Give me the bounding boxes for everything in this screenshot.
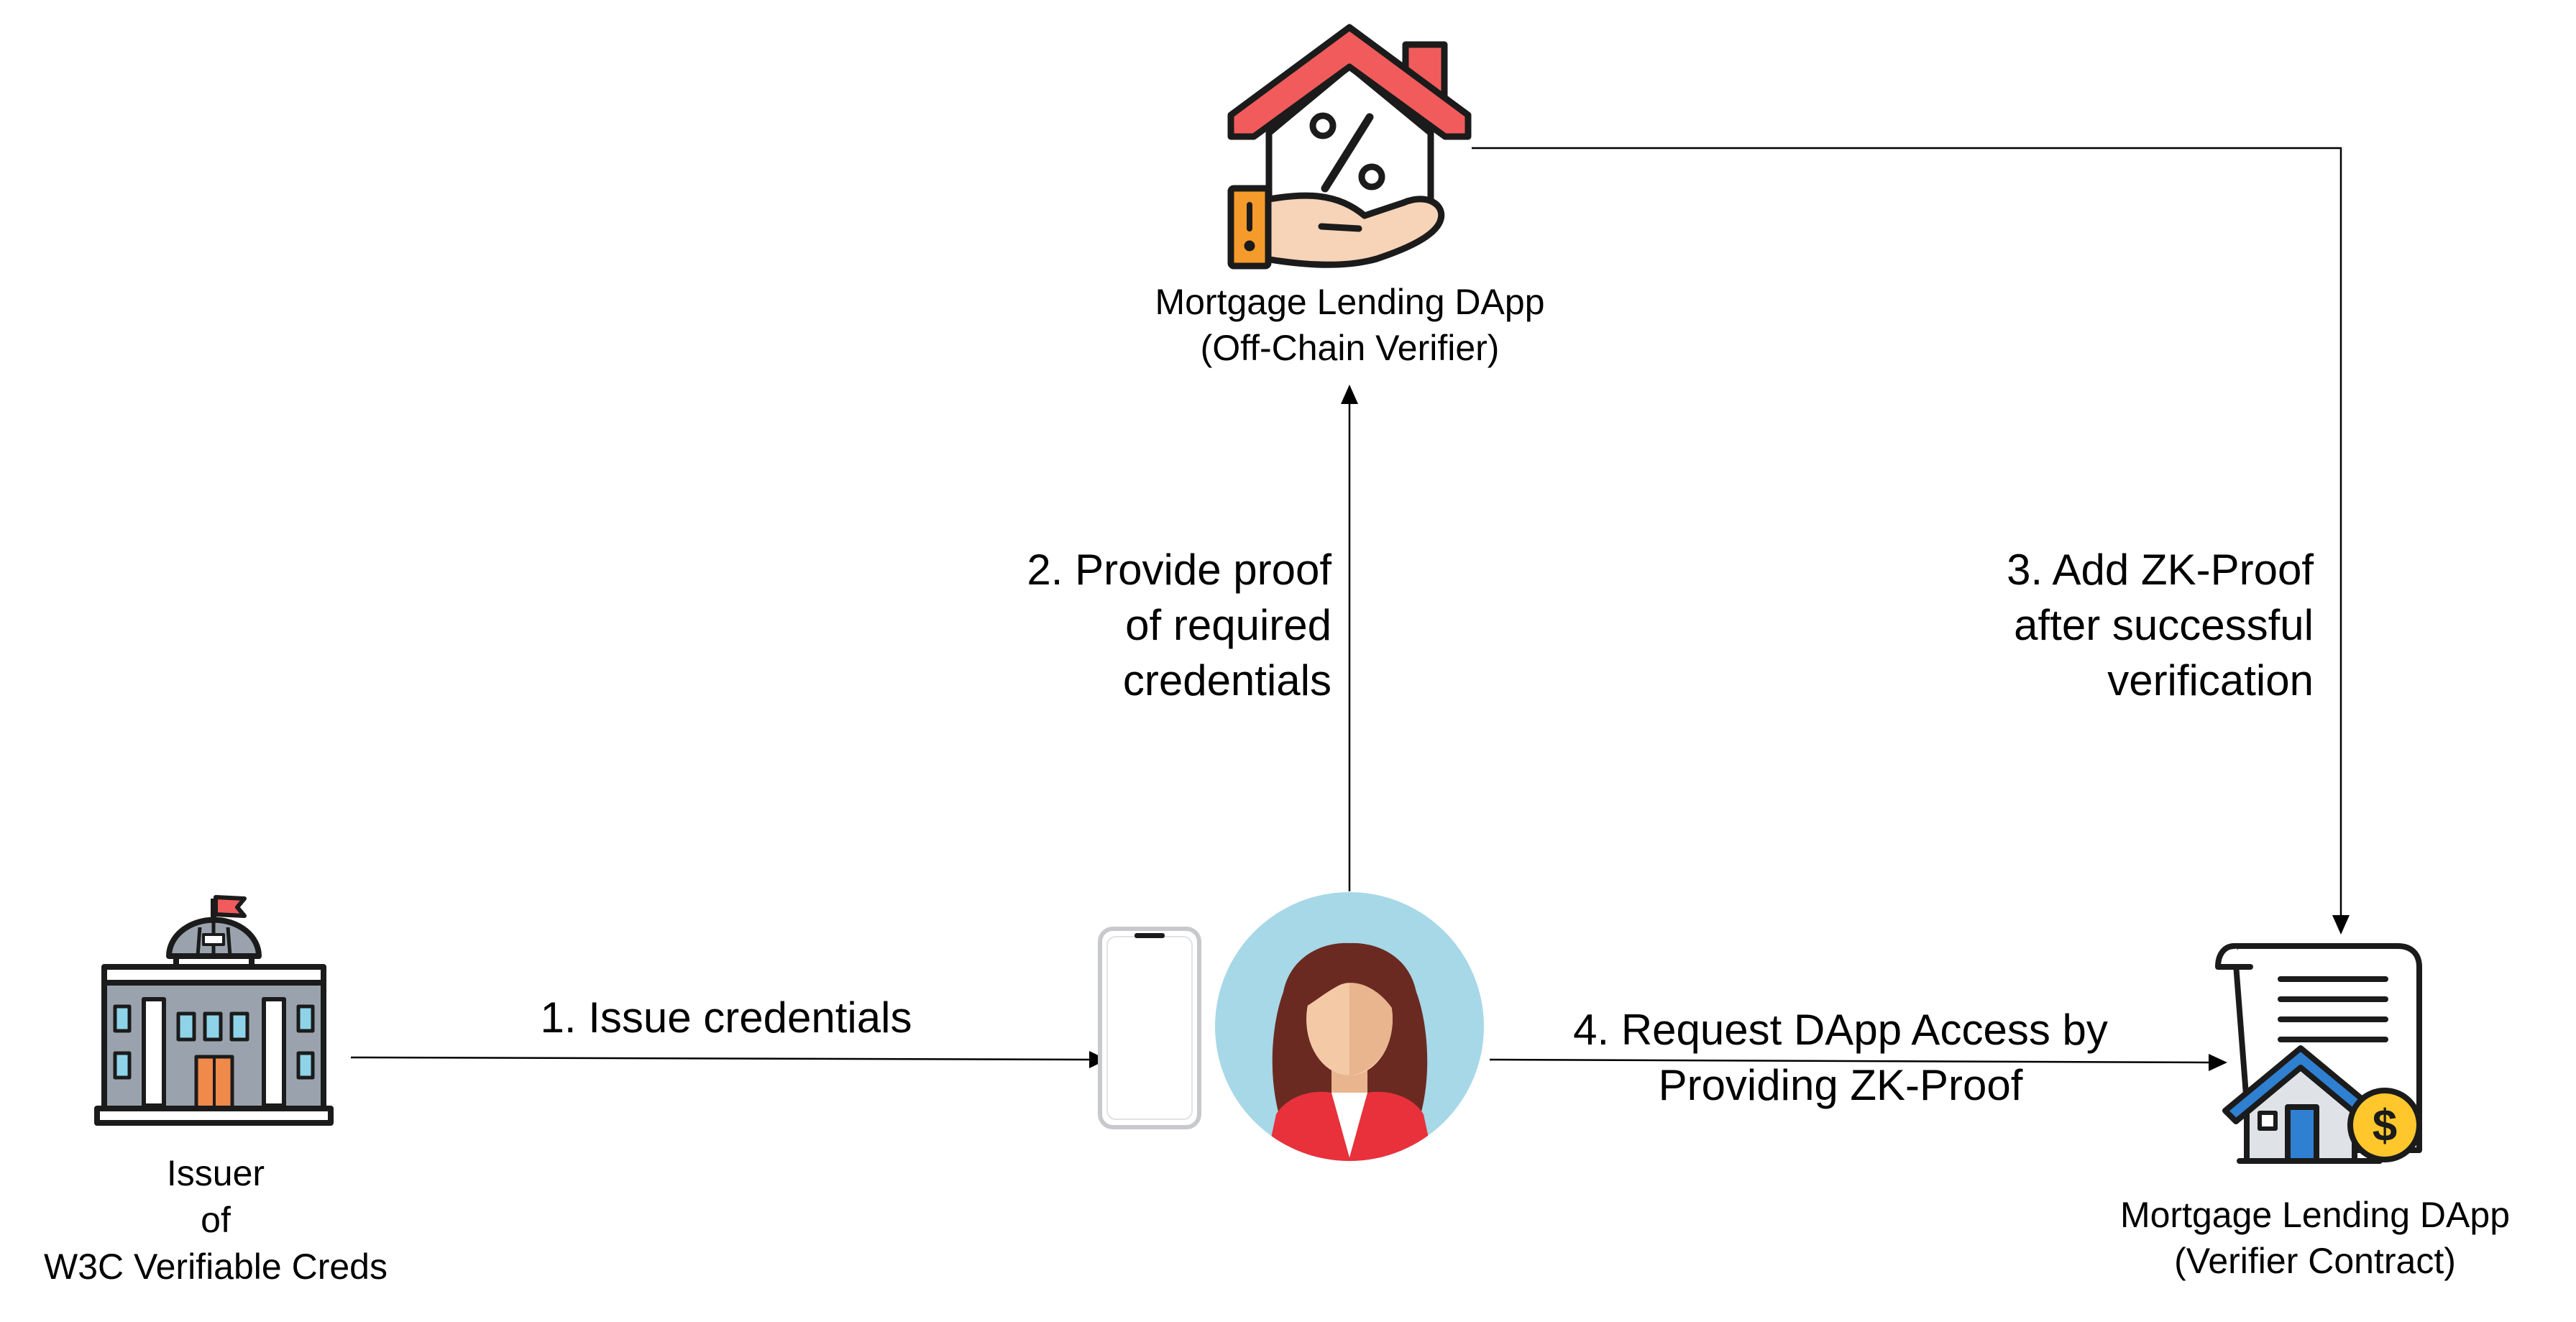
edge-add-zk-line2: after successful [2014,600,2314,649]
edge-provide-proof-line1: 2. Provide proof [1027,546,1331,594]
issuer-label-line2: of [201,1200,231,1240]
verifier-contract-label: Mortgage Lending DApp (Verifier Contract… [2063,1192,2567,1284]
edge-add-zk-line1: 3. Add ZK-Proof [2007,546,2314,594]
edge-request-access-line1: 4. Request DApp Access by [1573,1006,2108,1054]
offchain-verifier-label-line2: (Off-Chain Verifier) [1200,328,1500,368]
edge-provide-proof-label: 2. Provide proof of required credentials [935,543,1331,708]
verifier-contract-label-line2: (Verifier Contract) [2174,1241,2456,1281]
issuer-label-line3: W3C Verifiable Creds [44,1247,388,1287]
edge-provide-proof-line2: of required [1125,600,1331,649]
edge-add-zk-label: 3. Add ZK-Proof after successful verific… [1905,543,2314,708]
woman-avatar-icon [1215,892,1484,1161]
issuer-label-line1: Issuer [166,1153,265,1193]
offchain-verifier-label: Mortgage Lending DApp (Off-Chain Verifie… [1078,279,1621,371]
edge-request-access-label: 4. Request DApp Access by Providing ZK-P… [1510,1003,2171,1114]
verifier-contract-label-line1: Mortgage Lending DApp [2119,1195,2511,1235]
house-contract-dollar-icon: $ [2215,943,2422,1164]
government-building-icon [94,895,334,1126]
edge-request-access-arrowhead [2209,1054,2227,1071]
edge-request-access-line2: Providing ZK-Proof [1658,1060,2023,1109]
edge-provide-proof-line3: credentials [1122,656,1331,704]
edge-issue-arrow [350,1056,1090,1061]
edge-add-zk-line3: verification [2107,656,2314,704]
issuer-label: Issuer of W3C Verifiable Creds [0,1150,431,1290]
smartphone-icon [1098,927,1201,1129]
house-percent-hand-icon [1227,24,1472,270]
edge-add-zk-arrow [1472,147,2342,917]
edge-add-zk-arrowhead [2332,915,2350,935]
edge-issue-label: 1. Issue credentials [540,993,912,1042]
svg-text:$: $ [2373,1101,2397,1151]
offchain-verifier-label-line1: Mortgage Lending DApp [1155,282,1545,322]
edge-provide-proof-arrowhead [1341,385,1358,404]
edge-request-access-arrow [1489,1058,2209,1064]
